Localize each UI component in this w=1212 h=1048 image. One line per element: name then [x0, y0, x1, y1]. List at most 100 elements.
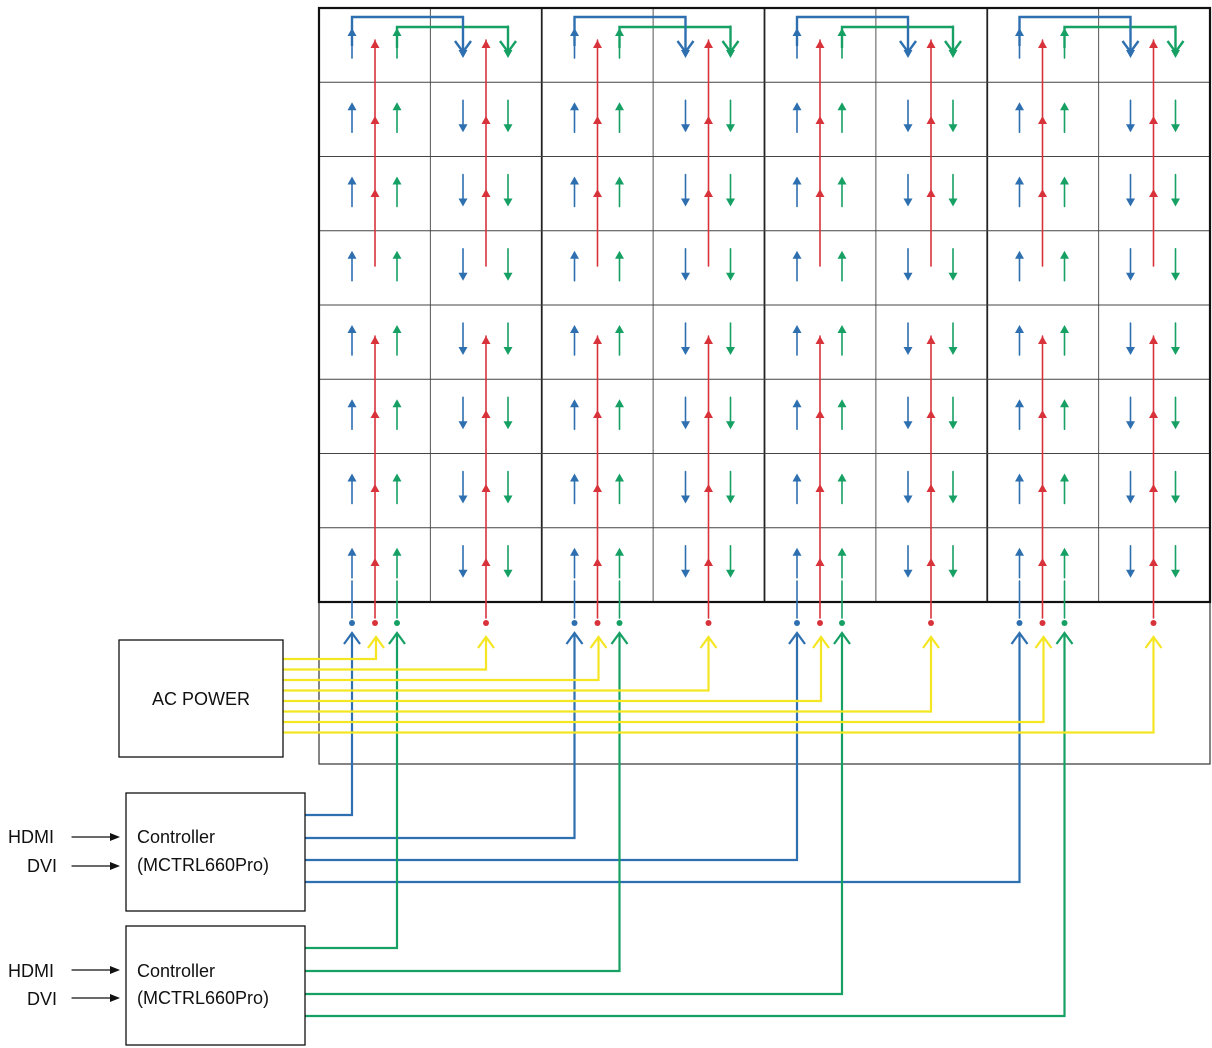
green-signal-connector — [839, 620, 845, 626]
green-up-arrowhead — [392, 547, 402, 556]
green-up-arrowhead — [1060, 250, 1069, 259]
red-power-arrowhead — [593, 189, 602, 197]
green-down-arrowhead — [726, 198, 735, 207]
blue-down-arrowhead — [903, 495, 913, 504]
red-power-connector — [372, 620, 378, 626]
green-down-arrowhead — [503, 347, 513, 355]
dvi-input-arrowhead — [110, 994, 120, 1002]
green-up-arrowhead — [615, 250, 624, 259]
green-up-arrowhead — [837, 102, 847, 111]
red-power-arrowhead — [926, 484, 936, 492]
blue-up-arrowhead — [792, 250, 802, 259]
red-power-arrowhead — [481, 40, 491, 48]
ac-power-cable-1 — [283, 637, 488, 671]
green-down-arrowhead — [1171, 569, 1180, 578]
controller-2-cable-1 — [305, 633, 621, 973]
green-up-arrowhead — [1060, 325, 1069, 333]
red-power-arrowhead — [1038, 410, 1047, 418]
blue-down-arrowhead — [681, 569, 690, 578]
green-up-arrowhead — [615, 399, 624, 408]
green-up-arrowhead — [1060, 176, 1069, 185]
green-down-arrowhead — [503, 50, 513, 58]
ac-power-cable-7 — [283, 637, 1155, 734]
controller-2-frame — [125, 925, 306, 1046]
green-loop-2 — [840, 25, 955, 52]
blue-down-arrowhead — [458, 50, 468, 58]
green-up-arrowhead — [1060, 473, 1069, 482]
red-power-arrowhead — [1038, 116, 1047, 124]
red-power-arrowhead — [815, 116, 825, 124]
green-down-arrowhead — [1171, 347, 1180, 355]
blue-down-arrowhead — [458, 569, 468, 578]
green-down-arrowhead — [948, 421, 958, 430]
red-power-arrowhead — [370, 189, 380, 197]
led-wall-frame — [317, 6, 1212, 604]
red-power-arrowhead — [370, 116, 380, 124]
blue-up-arrowhead — [1015, 399, 1024, 408]
ac-power-cable-head-1 — [477, 635, 495, 649]
blue-down-arrowhead — [903, 198, 913, 207]
red-power-arrowhead — [370, 484, 380, 492]
ac-power-cable-head-7 — [1144, 635, 1163, 649]
green-up-arrowhead — [615, 473, 624, 482]
controller-1-cable-head-1 — [565, 631, 584, 645]
blue-loop-0 — [350, 15, 465, 52]
controller-2-hdmi-label: HDMI — [8, 961, 54, 981]
red-power-arrowhead — [1038, 336, 1047, 344]
red-power-arrowhead — [370, 40, 380, 48]
red-power-arrowhead — [704, 336, 713, 344]
green-loop-1 — [618, 25, 732, 52]
blue-up-arrowhead — [570, 250, 579, 259]
blue-up-arrowhead — [347, 102, 357, 111]
blue-up-arrowhead — [347, 250, 357, 259]
red-power-connector — [594, 620, 601, 626]
green-up-arrowhead — [615, 176, 624, 185]
green-up-arrowhead — [392, 325, 402, 333]
blue-up-arrowhead — [1015, 28, 1024, 36]
green-down-arrowhead — [503, 198, 513, 207]
blue-loop-1 — [573, 15, 687, 52]
green-down-arrowhead — [948, 198, 958, 207]
red-power-arrowhead — [926, 558, 936, 566]
red-power-arrowhead — [926, 189, 936, 197]
red-power-arrowhead — [370, 558, 380, 566]
blue-down-arrowhead — [681, 124, 690, 133]
blue-up-arrowhead — [570, 547, 579, 556]
red-power-arrowhead — [815, 558, 825, 566]
green-up-arrowhead — [615, 547, 624, 556]
red-power-arrowhead — [481, 558, 491, 566]
green-up-arrowhead — [837, 399, 847, 408]
red-power-arrowhead — [370, 336, 380, 344]
green-up-arrowhead — [392, 102, 402, 111]
green-down-arrowhead — [503, 495, 513, 504]
blue-down-arrowhead — [1126, 347, 1135, 355]
green-up-arrowhead — [837, 547, 847, 556]
controller-1-cable-head-0 — [343, 631, 361, 645]
blue-up-arrowhead — [347, 28, 357, 36]
red-power-arrowhead — [1038, 558, 1047, 566]
red-power-arrowhead — [704, 484, 713, 492]
controller-1-cable-head-2 — [788, 631, 806, 645]
red-power-connector — [817, 620, 823, 626]
red-power-arrowhead — [1149, 336, 1158, 344]
blue-down-arrowhead — [681, 495, 690, 504]
green-up-arrowhead — [392, 473, 402, 482]
ac-power-cable-head-6 — [1034, 635, 1053, 649]
blue-down-arrowhead — [458, 198, 468, 207]
cable-tray-frame — [318, 601, 1211, 765]
blue-up-arrowhead — [1015, 473, 1024, 482]
blue-down-arrowhead — [903, 50, 913, 58]
blue-up-arrowhead — [792, 176, 802, 185]
blue-up-arrowhead — [792, 28, 802, 36]
red-power-arrowhead — [370, 410, 380, 418]
led-wall-grid — [317, 6, 1212, 765]
power-cabling — [283, 635, 1163, 734]
blue-signal-connector — [349, 620, 355, 626]
green-up-arrowhead — [615, 102, 624, 111]
blue-up-arrowhead — [1015, 325, 1024, 333]
controller-1-cable-1 — [305, 633, 576, 840]
green-down-arrowhead — [1171, 50, 1180, 58]
blue-up-arrowhead — [347, 473, 357, 482]
blue-down-arrowhead — [1126, 198, 1135, 207]
red-power-arrowhead — [815, 336, 825, 344]
